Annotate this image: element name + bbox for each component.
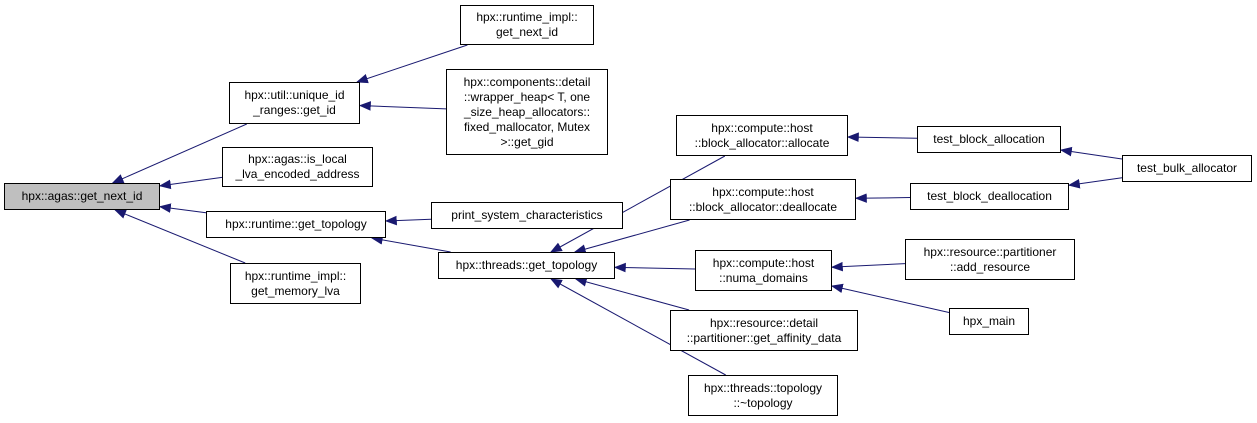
- node-test-bulk-allocator[interactable]: test_bulk_allocator: [1122, 155, 1252, 182]
- edge-n10-to-n8: [573, 219, 690, 254]
- edge-n13-to-n8: [550, 278, 726, 376]
- node-label: hpx::agas::get_next_id: [21, 189, 143, 203]
- node-print-system-characteristics[interactable]: print_system_characteristics: [431, 202, 623, 229]
- node-label: hpx::compute::host: [712, 255, 815, 270]
- node-label: hpx::threads::topology: [703, 380, 823, 395]
- node-label: hpx::runtime_impl::: [244, 268, 347, 283]
- node-label: test_block_deallocation: [927, 189, 1052, 203]
- edge-n3-to-n0: [158, 203, 207, 214]
- edge-n12-to-n8: [574, 277, 690, 311]
- node-label: ::numa_domains: [719, 270, 808, 285]
- edge-n2-to-n0: [158, 176, 223, 190]
- node-test-block-allocation[interactable]: test_block_allocation: [917, 126, 1061, 153]
- node-label: hpx_main: [962, 314, 1016, 328]
- edge-n6-to-n1: [358, 101, 447, 111]
- node-partitioner-add-resource[interactable]: hpx::resource::partitioner ::add_resourc…: [905, 239, 1075, 280]
- edge-n14-to-n9: [846, 132, 918, 143]
- node-agas-is-local-lva-encoded-address[interactable]: hpx::agas::is_local _lva_encoded_address: [222, 147, 373, 187]
- edge-n9-to-n8: [549, 155, 726, 253]
- node-compute-host-numa-domains[interactable]: hpx::compute::host ::numa_domains: [695, 250, 832, 291]
- edge-n8-to-n3: [370, 235, 451, 253]
- node-label: ::add_resource: [949, 259, 1031, 274]
- node-label: hpx::threads::get_topology: [455, 258, 598, 272]
- node-threads-topology-destructor[interactable]: hpx::threads::topology ::~topology: [688, 375, 838, 416]
- edge-n7-to-n3: [384, 215, 432, 226]
- node-unique-id-ranges-get-id[interactable]: hpx::util::unique_id _ranges::get_id: [229, 82, 360, 124]
- node-label: hpx::agas::is_local: [248, 152, 347, 166]
- node-label: ::wrapper_heap< T, one: [463, 89, 591, 104]
- edge-n16-to-n11: [830, 261, 906, 272]
- node-partitioner-get-affinity-data[interactable]: hpx::resource::detail ::partitioner::get…: [670, 310, 858, 351]
- node-label: hpx::compute::host: [711, 120, 813, 135]
- node-label: ::partitioner::get_affinity_data: [686, 330, 842, 345]
- node-label: hpx::components::detail: [463, 74, 591, 89]
- node-label: test_bulk_allocator: [1136, 161, 1238, 175]
- node-label: _lva_encoded_address: [235, 167, 360, 181]
- node-label: hpx::runtime_impl::: [476, 10, 578, 24]
- node-label: ::~topology: [733, 395, 793, 410]
- node-label: ::block_allocator::deallocate: [688, 199, 838, 214]
- node-label: print_system_characteristics: [451, 208, 603, 222]
- edge-n5-to-n1: [355, 44, 468, 84]
- node-label: get_memory_lva: [251, 283, 340, 298]
- node-block-allocator-allocate[interactable]: hpx::compute::host ::block_allocator::al…: [676, 115, 848, 156]
- node-runtime-impl-get-memory-lva[interactable]: hpx::runtime_impl:: get_memory_lva: [230, 263, 361, 304]
- node-label: get_next_id: [495, 25, 559, 39]
- node-threads-get-topology[interactable]: hpx::threads::get_topology: [438, 252, 615, 279]
- node-label: hpx::resource::partitioner: [923, 244, 1057, 259]
- edge-n18-to-n14: [1059, 146, 1123, 160]
- node-label: hpx::resource::detail: [709, 315, 819, 330]
- edge-n18-to-n15: [1067, 177, 1123, 189]
- edge-n17-to-n11: [830, 283, 950, 313]
- node-runtime-get-topology[interactable]: hpx::runtime::get_topology: [206, 211, 386, 238]
- node-runtime-impl-get-next-id[interactable]: hpx::runtime_impl:: get_next_id: [460, 5, 594, 45]
- node-hpx-main[interactable]: hpx_main: [949, 308, 1029, 335]
- node-label: ::block_allocator::allocate: [694, 135, 830, 150]
- node-wrapper-heap-get-gid[interactable]: hpx::components::detail ::wrapper_heap< …: [446, 69, 608, 155]
- node-label: fixed_mallocator, Mutex: [463, 119, 591, 134]
- node-block-allocator-deallocate[interactable]: hpx::compute::host ::block_allocator::de…: [670, 179, 856, 220]
- edge-n4-to-n0: [114, 209, 246, 264]
- node-label: test_block_allocation: [933, 132, 1045, 146]
- edge-n15-to-n10: [854, 193, 911, 203]
- node-label: _ranges::get_id: [253, 103, 336, 117]
- node-hpx-agas-get-next-id: hpx::agas::get_next_id: [4, 183, 160, 210]
- node-label: hpx::util::unique_id: [244, 88, 345, 102]
- edge-n11-to-n8: [613, 262, 696, 273]
- node-test-block-deallocation[interactable]: test_block_deallocation: [910, 183, 1069, 210]
- node-label: _size_heap_allocators::: [463, 104, 591, 119]
- edge-n1-to-n0: [111, 123, 247, 184]
- node-label: >::get_gid: [500, 134, 554, 149]
- node-label: hpx::compute::host: [712, 184, 814, 199]
- node-label: hpx::runtime::get_topology: [225, 217, 367, 231]
